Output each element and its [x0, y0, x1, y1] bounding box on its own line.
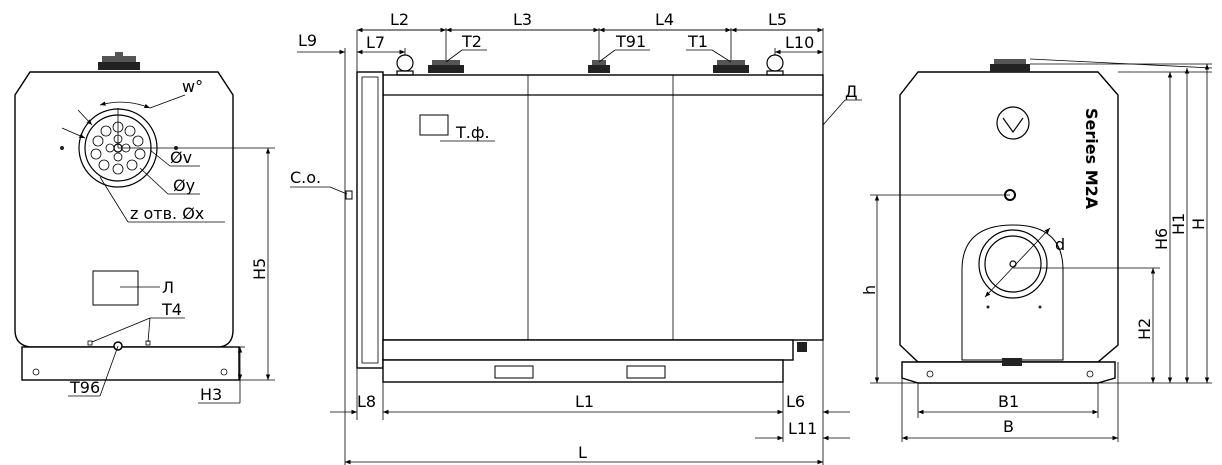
front-view: w° Øv Øy z отв. Øx Л T4 T96 H5 H3 — [14, 52, 275, 404]
bolt-left — [60, 146, 64, 150]
label-L11: L11 — [788, 419, 817, 438]
label-L9: L9 — [298, 31, 317, 50]
label-L6: L6 — [786, 392, 805, 411]
label-H3: H3 — [200, 385, 222, 404]
label-T91: T91 — [615, 32, 646, 51]
nameplate-hatch — [92, 270, 139, 306]
label-T96: T96 — [69, 378, 100, 397]
label-L7: L7 — [366, 33, 385, 52]
label-Co: С.о. — [290, 168, 321, 187]
label-H2: H2 — [1135, 318, 1154, 340]
label-B1: B1 — [998, 392, 1019, 411]
label-H1: H1 — [1169, 213, 1188, 235]
label-L3: L3 — [513, 10, 532, 29]
label-T2: T2 — [461, 32, 482, 51]
label-h: h — [860, 285, 879, 295]
label-L8: L8 — [357, 392, 376, 411]
brand-logo — [996, 106, 1030, 140]
flue-test-port — [419, 114, 449, 136]
label-T1: T1 — [687, 32, 708, 51]
label-B: B — [1003, 417, 1014, 436]
label-L10: L10 — [785, 33, 814, 52]
front-door — [356, 71, 384, 369]
label-Tf: Т.ф. — [455, 123, 490, 142]
side-view: L2 L3 L4 L5 L9 L7 L10 T2 T91 T1 Д Т.ф. С… — [290, 10, 862, 465]
label-L1: L1 — [575, 392, 594, 411]
label-H6: H6 — [1152, 228, 1171, 250]
rear-view: Series M2A d h H2 H6 H1 H — [860, 58, 1213, 442]
label-L2: L2 — [390, 10, 409, 29]
front-top-flange — [98, 52, 140, 70]
side-base — [382, 339, 794, 361]
label-L5: L5 — [768, 10, 787, 29]
label-phi-y: Øy — [173, 176, 195, 195]
angle-arc — [99, 101, 151, 109]
side-body — [382, 74, 824, 341]
label-series: Series M2A — [1082, 108, 1101, 210]
base-hole-right — [220, 368, 228, 376]
front-base-frame — [21, 346, 240, 381]
base-hole-left — [32, 368, 40, 376]
label-L-hatch: Л — [162, 278, 174, 297]
label-L: L — [578, 443, 587, 462]
label-H5: H5 — [250, 258, 269, 280]
label-phi-v: Øv — [170, 148, 192, 167]
label-w: w° — [182, 77, 203, 96]
label-L4: L4 — [655, 10, 674, 29]
label-T4: T4 — [161, 300, 182, 319]
label-D: Д — [845, 82, 858, 101]
label-H: H — [1189, 218, 1208, 230]
label-d: d — [1055, 235, 1065, 254]
label-z-holes: z отв. Øx — [130, 204, 204, 223]
